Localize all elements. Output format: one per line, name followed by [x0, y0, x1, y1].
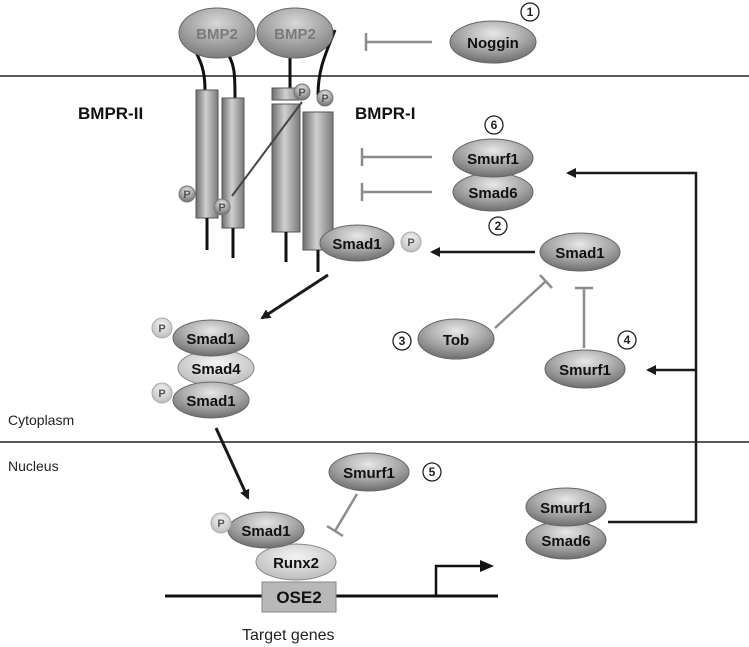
smurf1-product-oval: Smurf1: [525, 487, 607, 527]
smurf1-cyto-oval: Smurf1: [544, 349, 626, 389]
ose2-box: OSE2: [261, 581, 337, 613]
phosphate-complex-bottom: P: [151, 382, 173, 404]
svg-text:P: P: [407, 237, 414, 249]
smad1-receptor-oval: Smad1: [319, 224, 395, 262]
smad6-membrane-oval: Smad6: [452, 172, 534, 212]
complex-smad1-bottom-oval: Smad1: [172, 381, 250, 419]
nuclear-translocation-arrow: [214, 427, 250, 500]
svg-text:Smad1: Smad1: [555, 245, 604, 262]
phosphate-bmpr1-b: P: [316, 89, 334, 107]
noggin-oval: Noggin: [449, 20, 537, 64]
feedback-arrows: [566, 168, 698, 524]
bmpr1-receptor: [271, 87, 334, 272]
tob-oval: Tob: [417, 318, 495, 360]
phosphate-bmpr2-b: P: [213, 198, 231, 216]
smurf1-nucleus-oval: Smurf1: [328, 452, 410, 492]
complex-smad4-oval: Smad4: [177, 349, 255, 387]
phosphate-bmpr1-a: P: [293, 83, 311, 101]
phosphate-bmpr2-a: P: [178, 185, 196, 203]
svg-text:Smurf1: Smurf1: [467, 151, 519, 168]
transcription-start-arrow: [434, 560, 494, 596]
smad1-free-oval: Smad1: [539, 232, 621, 272]
complex-smad1-top-oval: Smad1: [172, 319, 250, 357]
tob-inhibition: [494, 274, 553, 329]
svg-text:Smad1: Smad1: [186, 393, 235, 410]
svg-text:P: P: [298, 87, 305, 99]
bmp2-right: BMP2: [256, 7, 334, 59]
smad6-product-oval: Smad6: [525, 520, 607, 560]
bmpr1-label: BMPR-I: [355, 104, 415, 123]
svg-text:3: 3: [399, 334, 406, 348]
smurf1-nucleus-inhibition: [326, 493, 359, 538]
svg-text:P: P: [218, 202, 225, 214]
smurf1-cyto-inhibition: [575, 286, 593, 348]
phosphate-smad1-receptor: P: [400, 231, 422, 253]
svg-text:4: 4: [624, 333, 631, 347]
svg-text:Smad1: Smad1: [186, 331, 235, 348]
svg-text:OSE2: OSE2: [276, 588, 321, 607]
phosphorylation-transfer-line: [231, 101, 303, 197]
cytoplasm-label: Cytoplasm: [8, 412, 74, 428]
smad-complex-arrow: [260, 273, 329, 320]
runx2-oval: Runx2: [255, 543, 337, 581]
svg-text:BMP2: BMP2: [196, 26, 238, 43]
svg-text:Noggin: Noggin: [467, 35, 519, 52]
phosphate-complex-top: P: [151, 317, 173, 339]
bmpr2-receptor: [195, 89, 245, 258]
svg-text:P: P: [183, 189, 190, 201]
svg-text:Smad6: Smad6: [468, 185, 517, 202]
smurf1-smad6-inhibition: [360, 148, 432, 201]
smad1-nucleus-oval: Smad1: [227, 511, 305, 549]
target-genes-label: Target genes: [242, 627, 335, 644]
bmp2-left: BMP2: [178, 7, 256, 59]
svg-text:5: 5: [429, 465, 436, 479]
svg-text:P: P: [158, 323, 165, 335]
svg-text:Smurf1: Smurf1: [540, 500, 592, 517]
svg-text:Smad1: Smad1: [332, 236, 381, 253]
svg-text:P: P: [217, 518, 224, 530]
svg-text:Tob: Tob: [443, 332, 469, 349]
step-number-6: 6: [484, 115, 504, 135]
nucleus-label: Nucleus: [8, 458, 59, 474]
svg-text:P: P: [321, 93, 328, 105]
svg-text:2: 2: [495, 219, 502, 233]
step-number-4: 4: [617, 330, 637, 350]
noggin-inhibition: [364, 33, 432, 51]
smurf1-membrane-oval: Smurf1: [452, 138, 534, 178]
step-number-1: 1: [520, 2, 540, 22]
step-number-3: 3: [392, 331, 412, 351]
svg-text:Smurf1: Smurf1: [343, 465, 395, 482]
step-number-5: 5: [422, 462, 442, 482]
svg-text:Smad1: Smad1: [241, 523, 290, 540]
svg-text:Runx2: Runx2: [273, 555, 319, 572]
svg-text:Smad6: Smad6: [541, 533, 590, 550]
bmpr2-label: BMPR-II: [78, 104, 143, 123]
phosphate-smad1-nucleus: P: [210, 512, 232, 534]
step-number-2: 2: [488, 216, 508, 236]
svg-text:BMP2: BMP2: [274, 26, 316, 43]
svg-text:6: 6: [491, 118, 498, 132]
svg-text:1: 1: [527, 5, 534, 19]
svg-text:Smad4: Smad4: [191, 361, 241, 378]
svg-text:P: P: [158, 388, 165, 400]
svg-text:Smurf1: Smurf1: [559, 362, 611, 379]
